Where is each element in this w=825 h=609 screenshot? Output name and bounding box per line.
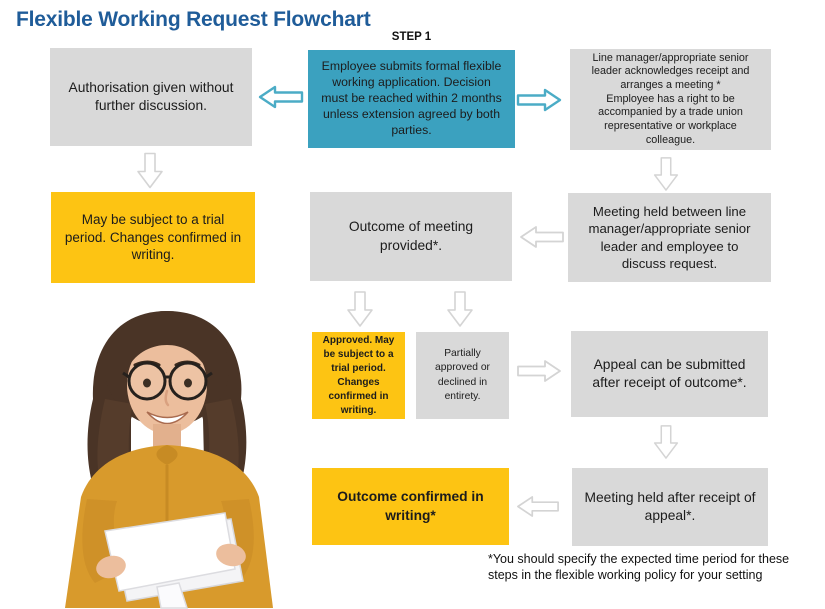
node-authorisation: Authorisation given without further disc… [50,48,252,146]
step1-label: STEP 1 [391,31,432,43]
node-step1-text: Employee submits formal flexible working… [321,59,502,137]
arrow-down-icon [347,291,373,327]
node-partially-approved: Partially approved or declined in entire… [416,332,509,419]
node-outcome-text: Outcome of meeting provided*. [348,219,474,253]
node-appeal-submitted: Appeal can be submitted after receipt of… [571,331,768,417]
node-authorisation-text: Authorisation given without further disc… [68,79,234,113]
node-acknowledge-receipt: Line manager/appropriate senior leader a… [570,49,771,150]
node-appeal-text: Appeal can be submitted after receipt of… [592,356,747,390]
node-step1-application: Employee submits formal flexible working… [308,50,515,148]
arrow-left-icon [520,226,564,248]
node-appeal-meeting: Meeting held after receipt of appeal*. [572,468,768,546]
arrow-down-icon [137,152,163,189]
node-outcome-provided: Outcome of meeting provided*. [310,192,512,281]
node-approved-text: Approved. May be subject to a trial peri… [322,334,395,416]
arrow-left-icon [517,496,559,517]
node-trial-period: May be subject to a trial period. Change… [51,192,255,283]
arrow-down-icon [653,425,679,459]
arrow-left-teal-icon [258,85,304,109]
node-approved: Approved. May be subject to a trial peri… [312,332,405,419]
node-acknowledge-line2: Employee has a right to be accompanied b… [598,92,743,146]
photo-woman-holding-papers [65,311,273,609]
node-outcome-confirmed: Outcome confirmed in writing* [312,468,509,545]
node-confirmed-text: Outcome confirmed in writing* [337,489,484,523]
arrow-right-teal-icon [516,88,562,112]
node-appeal-meeting-text: Meeting held after receipt of appeal*. [584,489,756,523]
node-trial-text: May be subject to a trial period. Change… [64,211,242,263]
node-partial-text: Partially approved or declined in entire… [435,347,490,402]
arrow-right-icon [517,360,561,382]
arrow-down-icon [653,157,679,191]
arrow-down-icon [447,291,473,327]
page-title: Flexible Working Request Flowchart [16,8,371,31]
footnote: *You should specify the expected time pe… [488,552,790,582]
node-meeting-text: Meeting held between line manager/approp… [588,203,751,271]
node-meeting-held: Meeting held between line manager/approp… [568,193,771,282]
node-acknowledge-line1: Line manager/appropriate senior leader a… [591,51,750,91]
